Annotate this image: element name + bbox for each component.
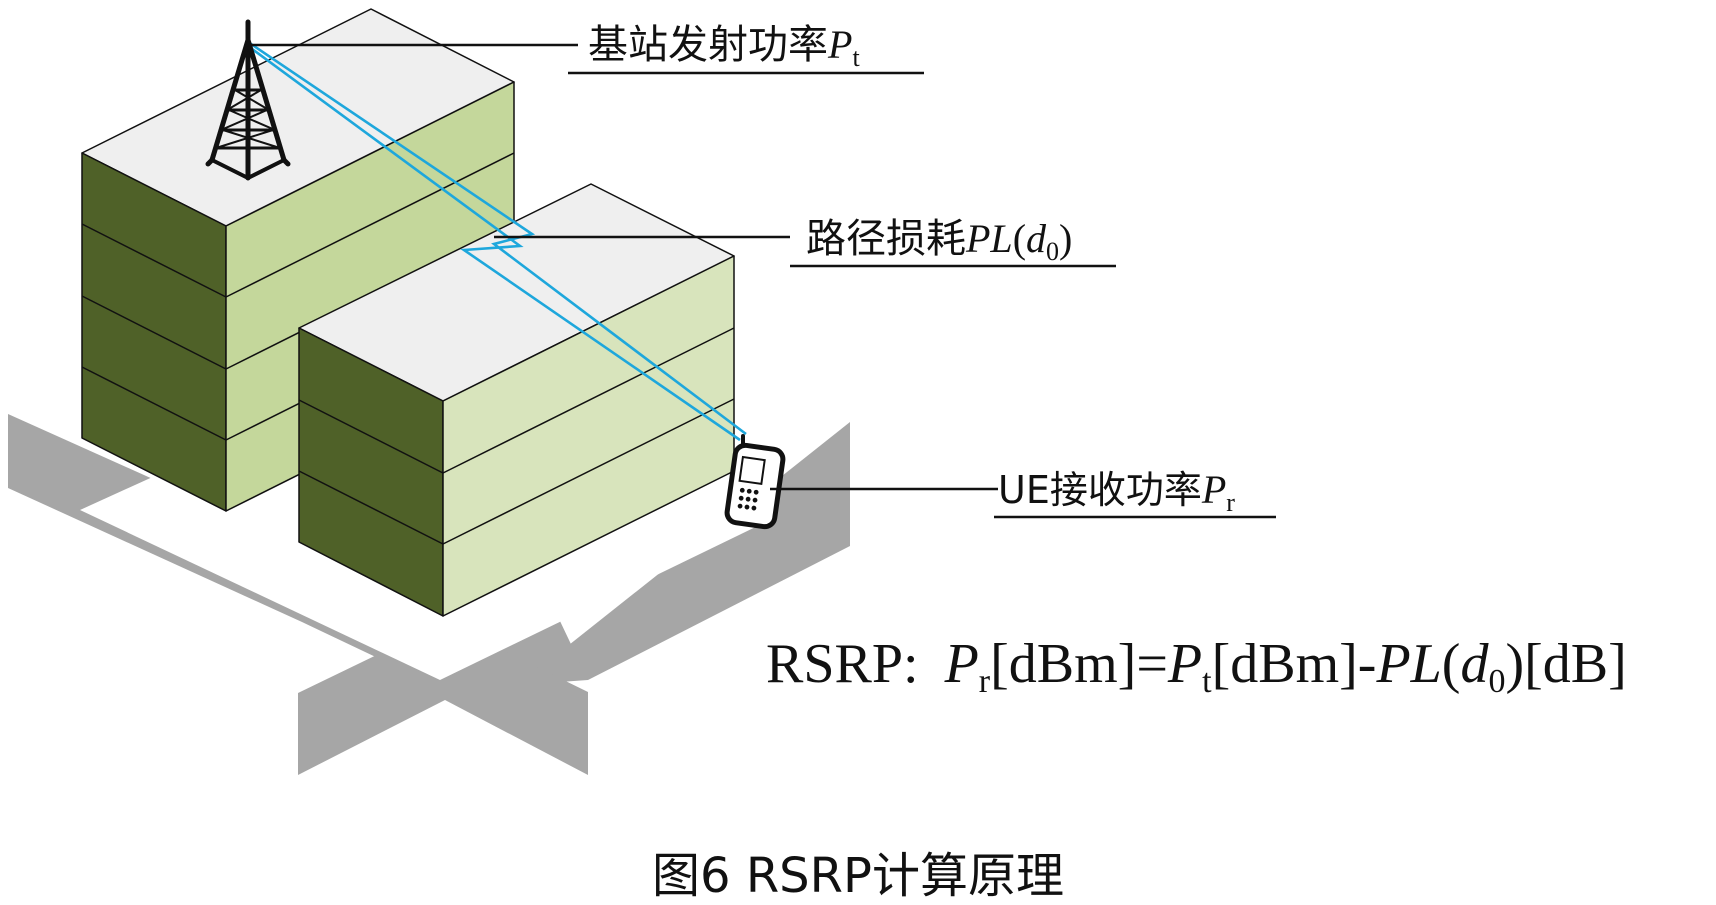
figure-caption: 图6 RSRP计算原理 xyxy=(652,848,1064,904)
road-center xyxy=(302,546,588,690)
label-rx-power: UE接收功率Pr xyxy=(998,467,1235,517)
rsrp-formula: RSRP:Pr[dBm]=Pt[dBm]-PL(d0)[dB] xyxy=(766,633,1627,700)
phone-icon xyxy=(724,434,786,530)
label-tx-power: 基站发射功率Pt xyxy=(588,22,860,72)
leader-lines xyxy=(250,43,1276,519)
signal-path xyxy=(247,40,747,442)
road-front-right xyxy=(445,622,588,775)
tower-icon xyxy=(205,19,291,181)
label-path-loss: 路径损耗PL(d0) xyxy=(806,216,1072,266)
